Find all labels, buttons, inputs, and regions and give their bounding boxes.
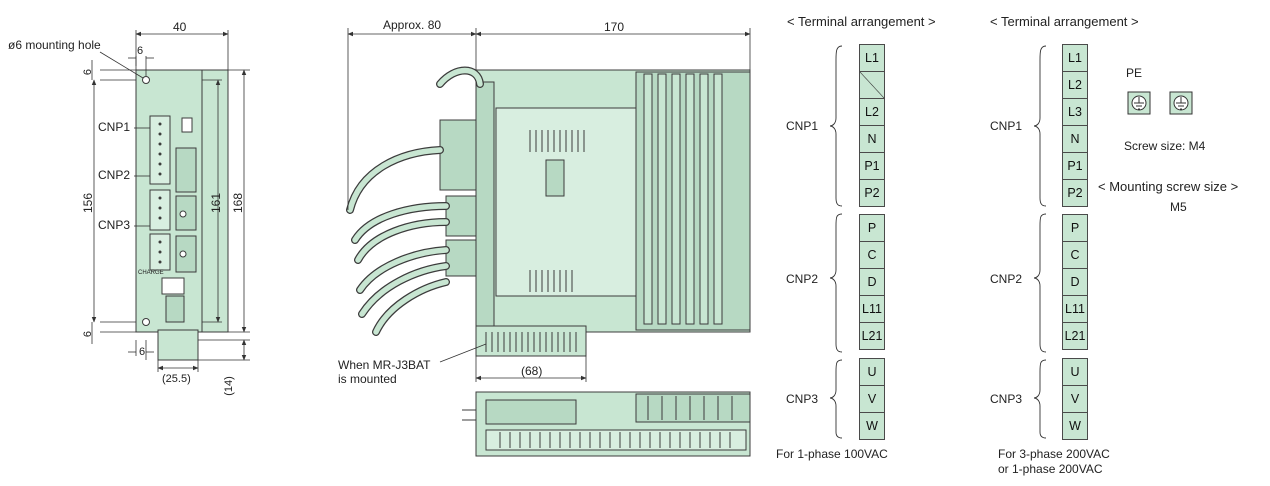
hole-dim-bottom: 6 <box>139 346 146 358</box>
depth-170-dim: 170 <box>604 20 625 34</box>
front-charge-label: CHARGE <box>138 270 164 276</box>
screw-size-label: Screw size: M4 <box>1124 139 1206 153</box>
terminal-cell: L2 <box>1062 71 1088 99</box>
front-view <box>135 69 229 361</box>
side-bottom-dim: (68) <box>521 364 543 378</box>
terminal-cell: L21 <box>859 322 885 350</box>
terminal-braces <box>829 45 1047 439</box>
pe-label: PE <box>1126 66 1143 80</box>
terminal-cell: W <box>859 412 885 440</box>
left-terminal-title: < Terminal arrangement > <box>787 14 936 29</box>
terminal-cell: P2 <box>859 179 885 207</box>
approx-80-dim: Approx. 80 <box>383 18 442 32</box>
front-dimensions <box>91 30 250 372</box>
side-view <box>439 69 751 357</box>
terminal-cell: P1 <box>1062 152 1088 180</box>
bottom-view-slots <box>462 396 733 448</box>
height-161-dim: 161 <box>209 192 223 214</box>
terminal-cell: V <box>859 385 885 413</box>
terminal-cell: L21 <box>1062 322 1088 350</box>
right-terminal-note-2: or 1-phase 200VAC <box>998 462 1103 476</box>
terminal-cell: L3 <box>1062 98 1088 126</box>
left-cnp1-label: CNP1 <box>786 119 819 133</box>
top-margin-dim: 6 <box>82 68 94 76</box>
terminal-cell: P <box>1062 214 1088 242</box>
terminal-cell: N <box>1062 125 1088 153</box>
terminal-cell: L1 <box>1062 44 1088 72</box>
front-cnp1-label: CNP1 <box>98 120 131 134</box>
terminal-cell: P2 <box>1062 179 1088 207</box>
battery-note-line2: is mounted <box>338 372 397 386</box>
bottom-view <box>475 391 751 457</box>
terminal-cell: L2 <box>859 98 885 126</box>
left-cnp3-label: CNP3 <box>786 392 819 406</box>
front-terminal-dots <box>158 122 162 264</box>
terminal-cell: W <box>1062 412 1088 440</box>
terminal-cell: V <box>1062 385 1088 413</box>
height-168-dim: 168 <box>231 192 245 214</box>
pe-earth-icon-2 <box>1169 91 1193 115</box>
terminal-cell: L11 <box>859 295 885 323</box>
terminal-cell: U <box>1062 358 1088 386</box>
mounting-screw-value: M5 <box>1170 200 1187 214</box>
side-vents <box>485 130 585 352</box>
left-terminal-note: For 1-phase 100VAC <box>776 447 888 461</box>
terminal-cell: N <box>859 125 885 153</box>
terminal-cell: U <box>859 358 885 386</box>
terminal-cell: C <box>1062 241 1088 269</box>
terminal-cell: D <box>859 268 885 296</box>
left-cnp2-label: CNP2 <box>786 272 819 286</box>
terminal-cell: L11 <box>1062 295 1088 323</box>
mounting-hole-label: ø6 mounting hole <box>8 38 101 52</box>
right-cnp3-label: CNP3 <box>990 392 1023 406</box>
front-side-strip <box>201 69 229 333</box>
front-cnp3-label: CNP3 <box>98 218 131 232</box>
terminal-cell: C <box>859 241 885 269</box>
side-cables-fill <box>347 67 483 335</box>
mounting-screw-title: < Mounting screw size > <box>1098 179 1239 194</box>
front-right-bottom-dim: (14) <box>223 376 235 396</box>
battery-note-line1: When MR-J3BAT <box>338 358 431 372</box>
pe-earth-icon-1 <box>1127 91 1151 115</box>
side-dimensions <box>347 28 751 382</box>
hole-dim-top: 6 <box>137 45 144 57</box>
right-terminal-title: < Terminal arrangement > <box>990 14 1139 29</box>
terminal-cell: L1 <box>859 44 885 72</box>
right-cnp2-label: CNP2 <box>990 272 1023 286</box>
terminal-cell: P <box>859 214 885 242</box>
terminal-cell: D <box>1062 268 1088 296</box>
front-width-dim: 40 <box>173 20 187 34</box>
front-cnp2-label: CNP2 <box>98 168 131 182</box>
front-bottom-dim: (25.5) <box>162 373 191 385</box>
right-terminal-note-1: For 3-phase 200VAC <box>998 447 1110 461</box>
terminal-cell: P1 <box>859 152 885 180</box>
right-cnp1-label: CNP1 <box>990 119 1023 133</box>
bottom-margin-dim: 6 <box>82 330 94 338</box>
terminal-cell-blank <box>859 71 885 99</box>
height-156-dim: 156 <box>81 192 95 214</box>
